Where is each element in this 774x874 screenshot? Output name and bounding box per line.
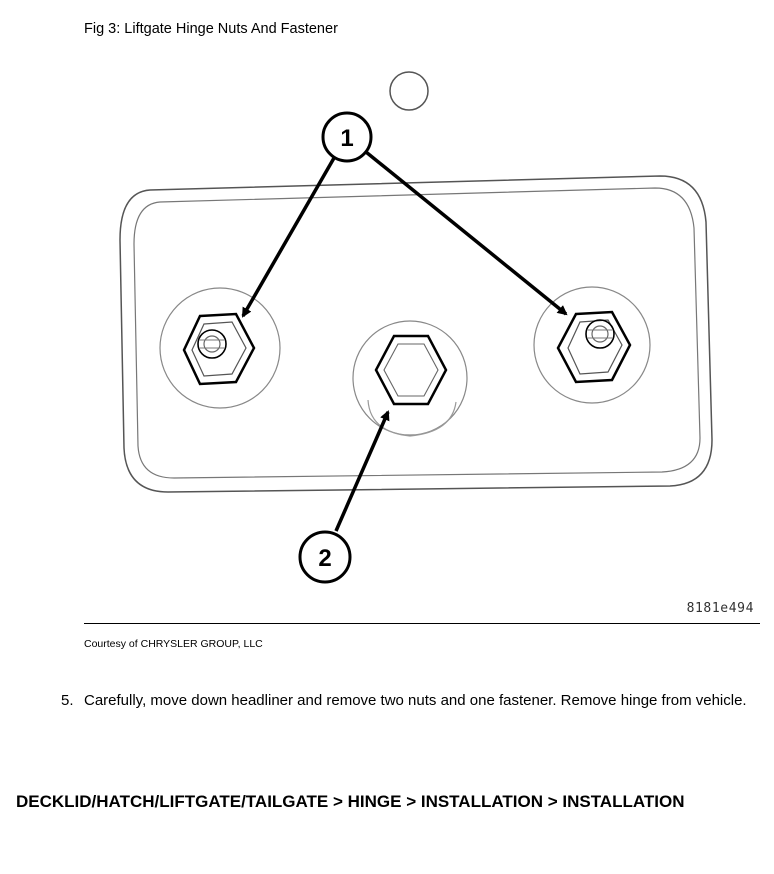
hinge-plate-outline: [119, 175, 713, 493]
figure-code: 8181e494: [686, 601, 754, 616]
callout-1-label: 1: [340, 125, 353, 152]
figure-credit: Courtesy of CHRYSLER GROUP, LLC: [84, 638, 263, 650]
callout-1: 1: [321, 111, 373, 163]
section-heading: DECKLID/HATCH/LIFTGATE/TAILGATE > HINGE …: [16, 792, 685, 811]
left-nut: [159, 287, 281, 409]
right-nut: [533, 286, 651, 404]
step-text: Carefully, move down headliner and remov…: [84, 692, 747, 709]
callout-2: 2: [298, 530, 352, 584]
leader-arrow-2: [334, 410, 390, 532]
leader-arrow-1-left: [241, 157, 336, 318]
procedure-step: 5. Carefully, move down headliner and re…: [61, 691, 751, 711]
callout-2-label: 2: [318, 545, 331, 572]
figure-title: Fig 3: Liftgate Hinge Nuts And Fastener: [84, 21, 338, 37]
hinge-plate-inner: [133, 187, 701, 479]
plate-hole: [389, 71, 429, 111]
leader-arrow-1-right: [364, 150, 568, 316]
step-number: 5.: [61, 692, 74, 709]
center-fastener: [352, 320, 468, 437]
figure-divider: [84, 623, 760, 624]
